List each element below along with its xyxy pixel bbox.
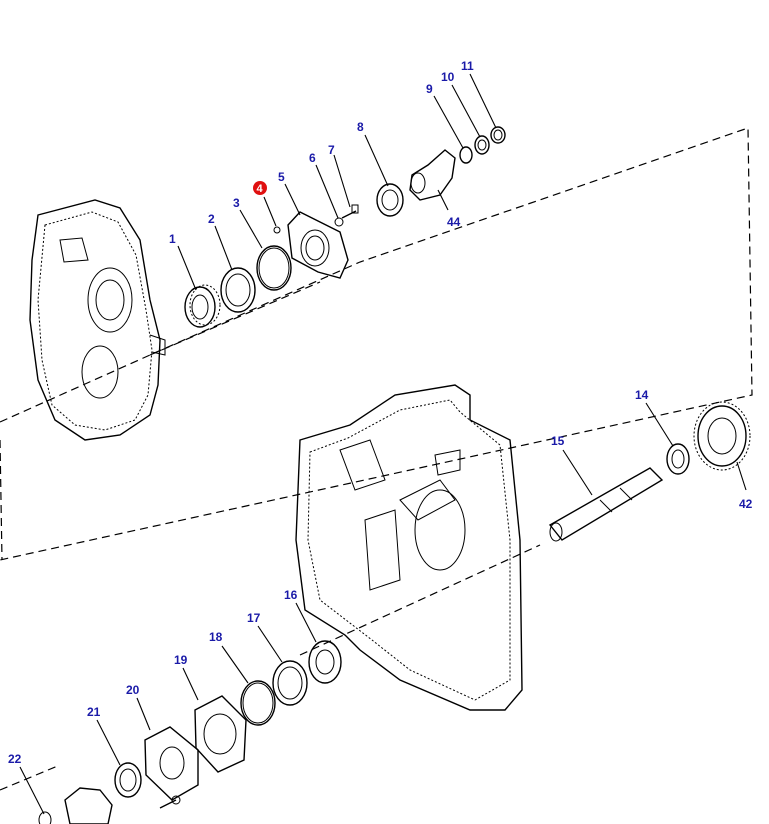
callout-20: 20	[126, 683, 140, 697]
callout-19: 19	[174, 653, 188, 667]
callout-10: 10	[441, 70, 455, 84]
callout-3: 3	[233, 196, 240, 210]
callout-21: 21	[87, 705, 101, 719]
gear-42	[693, 401, 751, 471]
callout-7: 7	[328, 143, 335, 157]
leader-lines	[19, 73, 747, 815]
bearing-1	[184, 284, 221, 328]
retainer-20	[144, 726, 199, 801]
callout-6: 6	[309, 151, 316, 165]
bearing-cup-17	[272, 660, 308, 706]
washer-6	[334, 217, 344, 227]
callout-15: 15	[551, 434, 565, 448]
callout-9: 9	[426, 82, 433, 96]
callout-2: 2	[208, 212, 215, 226]
bearing-14	[666, 443, 690, 475]
o-ring-18	[240, 680, 276, 726]
retainer-5	[287, 211, 349, 279]
callout-16: 16	[284, 588, 298, 602]
callout-18: 18	[209, 630, 223, 644]
bolt-7	[341, 204, 359, 219]
gasket-19	[194, 695, 247, 773]
alignment-lines	[0, 127, 753, 791]
callout-5: 5	[278, 170, 285, 184]
seal-21	[114, 762, 142, 798]
seal-8	[376, 183, 404, 217]
callout-4: 4	[257, 183, 264, 195]
callout-4-highlight-badge	[253, 181, 267, 195]
bearing-cup-2	[220, 267, 256, 313]
front-cover-housing	[29, 199, 166, 441]
shaft-15	[548, 467, 664, 542]
callout-42: 42	[739, 497, 753, 511]
o-ring-3	[256, 245, 292, 291]
bearing-16	[308, 640, 342, 684]
callout-11: 11	[461, 59, 474, 73]
transmission-housing	[295, 384, 523, 711]
callout-44: 44	[447, 215, 461, 229]
bolt-23	[159, 795, 181, 809]
yoke-22	[38, 787, 113, 824]
plug-4	[273, 226, 281, 234]
callout-labels: 1 2 3 4 5 6 7 8 9 10 11 14 15 16 17 18 1…	[8, 59, 753, 766]
yoke-44	[409, 149, 456, 201]
callout-17: 17	[247, 611, 261, 625]
callout-22: 22	[8, 752, 22, 766]
callout-1: 1	[169, 232, 176, 246]
callout-8: 8	[357, 120, 364, 134]
callout-14: 14	[635, 388, 649, 402]
washers-9-10-11	[459, 126, 506, 164]
